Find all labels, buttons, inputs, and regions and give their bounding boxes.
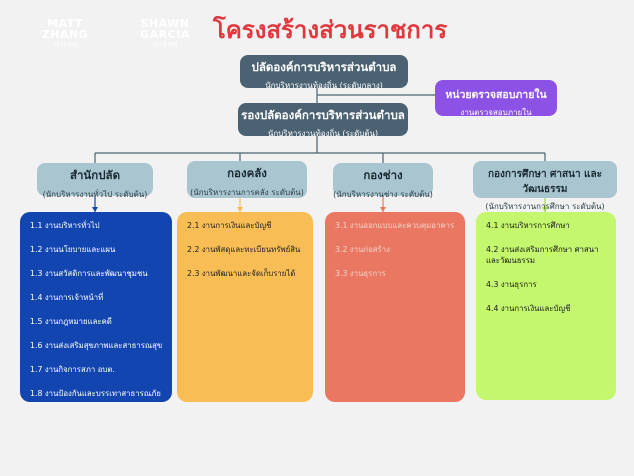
list-item: 2.1 งานการเงินและบัญชี bbox=[187, 221, 272, 230]
engineering-panel: 3.1 งานออกแบบและควบคุมอาคาร 3.2 งานก่อสร… bbox=[325, 212, 465, 402]
list-item: 4.3 งานธุรการ bbox=[486, 280, 537, 289]
finance-panel: 2.1 งานการเงินและบัญชี 2.2 งานพัสดุและทะ… bbox=[177, 212, 313, 402]
list-item: 2.3 งานพัฒนาและจัดเก็บรายได้ bbox=[187, 269, 296, 278]
list-item: 2.2 งานพัสดุและทะเบียนทรัพย์สิน bbox=[187, 245, 301, 254]
list-item: 1.7 งานกิจการสภา อบต. bbox=[30, 365, 115, 374]
list-item: 1.3 งานสวัสดิการและพัฒนาชุมชน bbox=[30, 269, 148, 278]
division-head-finance: กองคลัง (นักบริหารงานการคลัง ระดับต้น) bbox=[187, 161, 307, 198]
list-item: 3.2 งานก่อสร้าง bbox=[335, 245, 390, 254]
list-item: 4.4 งานการเงินและบัญชี bbox=[486, 304, 571, 313]
list-item: 3.1 งานออกแบบและควบคุมอาคาร bbox=[335, 221, 455, 230]
deputy-administrator-box: รองปลัดองค์การบริหารส่วนตำบล นักบริหารงา… bbox=[238, 103, 408, 138]
list-item: 4.2 งานส่งเสริมการศึกษา ศาสนา และวัฒนธรร… bbox=[486, 245, 599, 265]
division-head-education: กองการศึกษา ศาสนา และวัฒนธรรม (นักบริหาร… bbox=[473, 161, 617, 211]
list-item: 1.2 งานนโยบายและแผน bbox=[30, 245, 116, 254]
office-of-chief-panel: 1.1 งานบริหารทั่วไป 1.2 งานนโยบายและแผน … bbox=[20, 212, 172, 402]
page-title: โครงสร้างส่วนราชการ bbox=[212, 16, 448, 44]
list-item: 4.1 งานบริหารการศึกษา bbox=[486, 221, 570, 230]
list-item: 1.4 งานการเจ้าหน้าที่ bbox=[30, 293, 104, 302]
list-item: 1.1 งานบริหารทั่วไป bbox=[30, 221, 100, 230]
chief-administrator-box: ปลัดองค์การบริหารส่วนตำบล นักบริหารงานท้… bbox=[240, 55, 408, 90]
division-head-engineering: กองช่าง (นักบริหารงานช่าง ระดับต้น) bbox=[333, 163, 433, 199]
internal-audit-box: หน่วยตรวจสอบภายใน งานตรวจสอบภายใน bbox=[435, 80, 557, 117]
list-item: 3.3 งานธุรการ bbox=[335, 269, 386, 278]
education-panel: 4.1 งานบริหารการศึกษา 4.2 งานส่งเสริมการ… bbox=[476, 212, 616, 400]
list-item: 1.8 งานป้องกันและบรรเทาสาธารณภัย bbox=[30, 389, 161, 398]
list-item: 1.6 งานส่งเสริมสุขภาพและสาธารณสุข bbox=[30, 341, 163, 350]
list-item: 1.5 งานกฎหมายและคดี bbox=[30, 317, 112, 326]
division-head-office-of-chief: สำนักปลัด (นักบริหารงานทั่วไป ระดับต้น) bbox=[37, 163, 153, 199]
